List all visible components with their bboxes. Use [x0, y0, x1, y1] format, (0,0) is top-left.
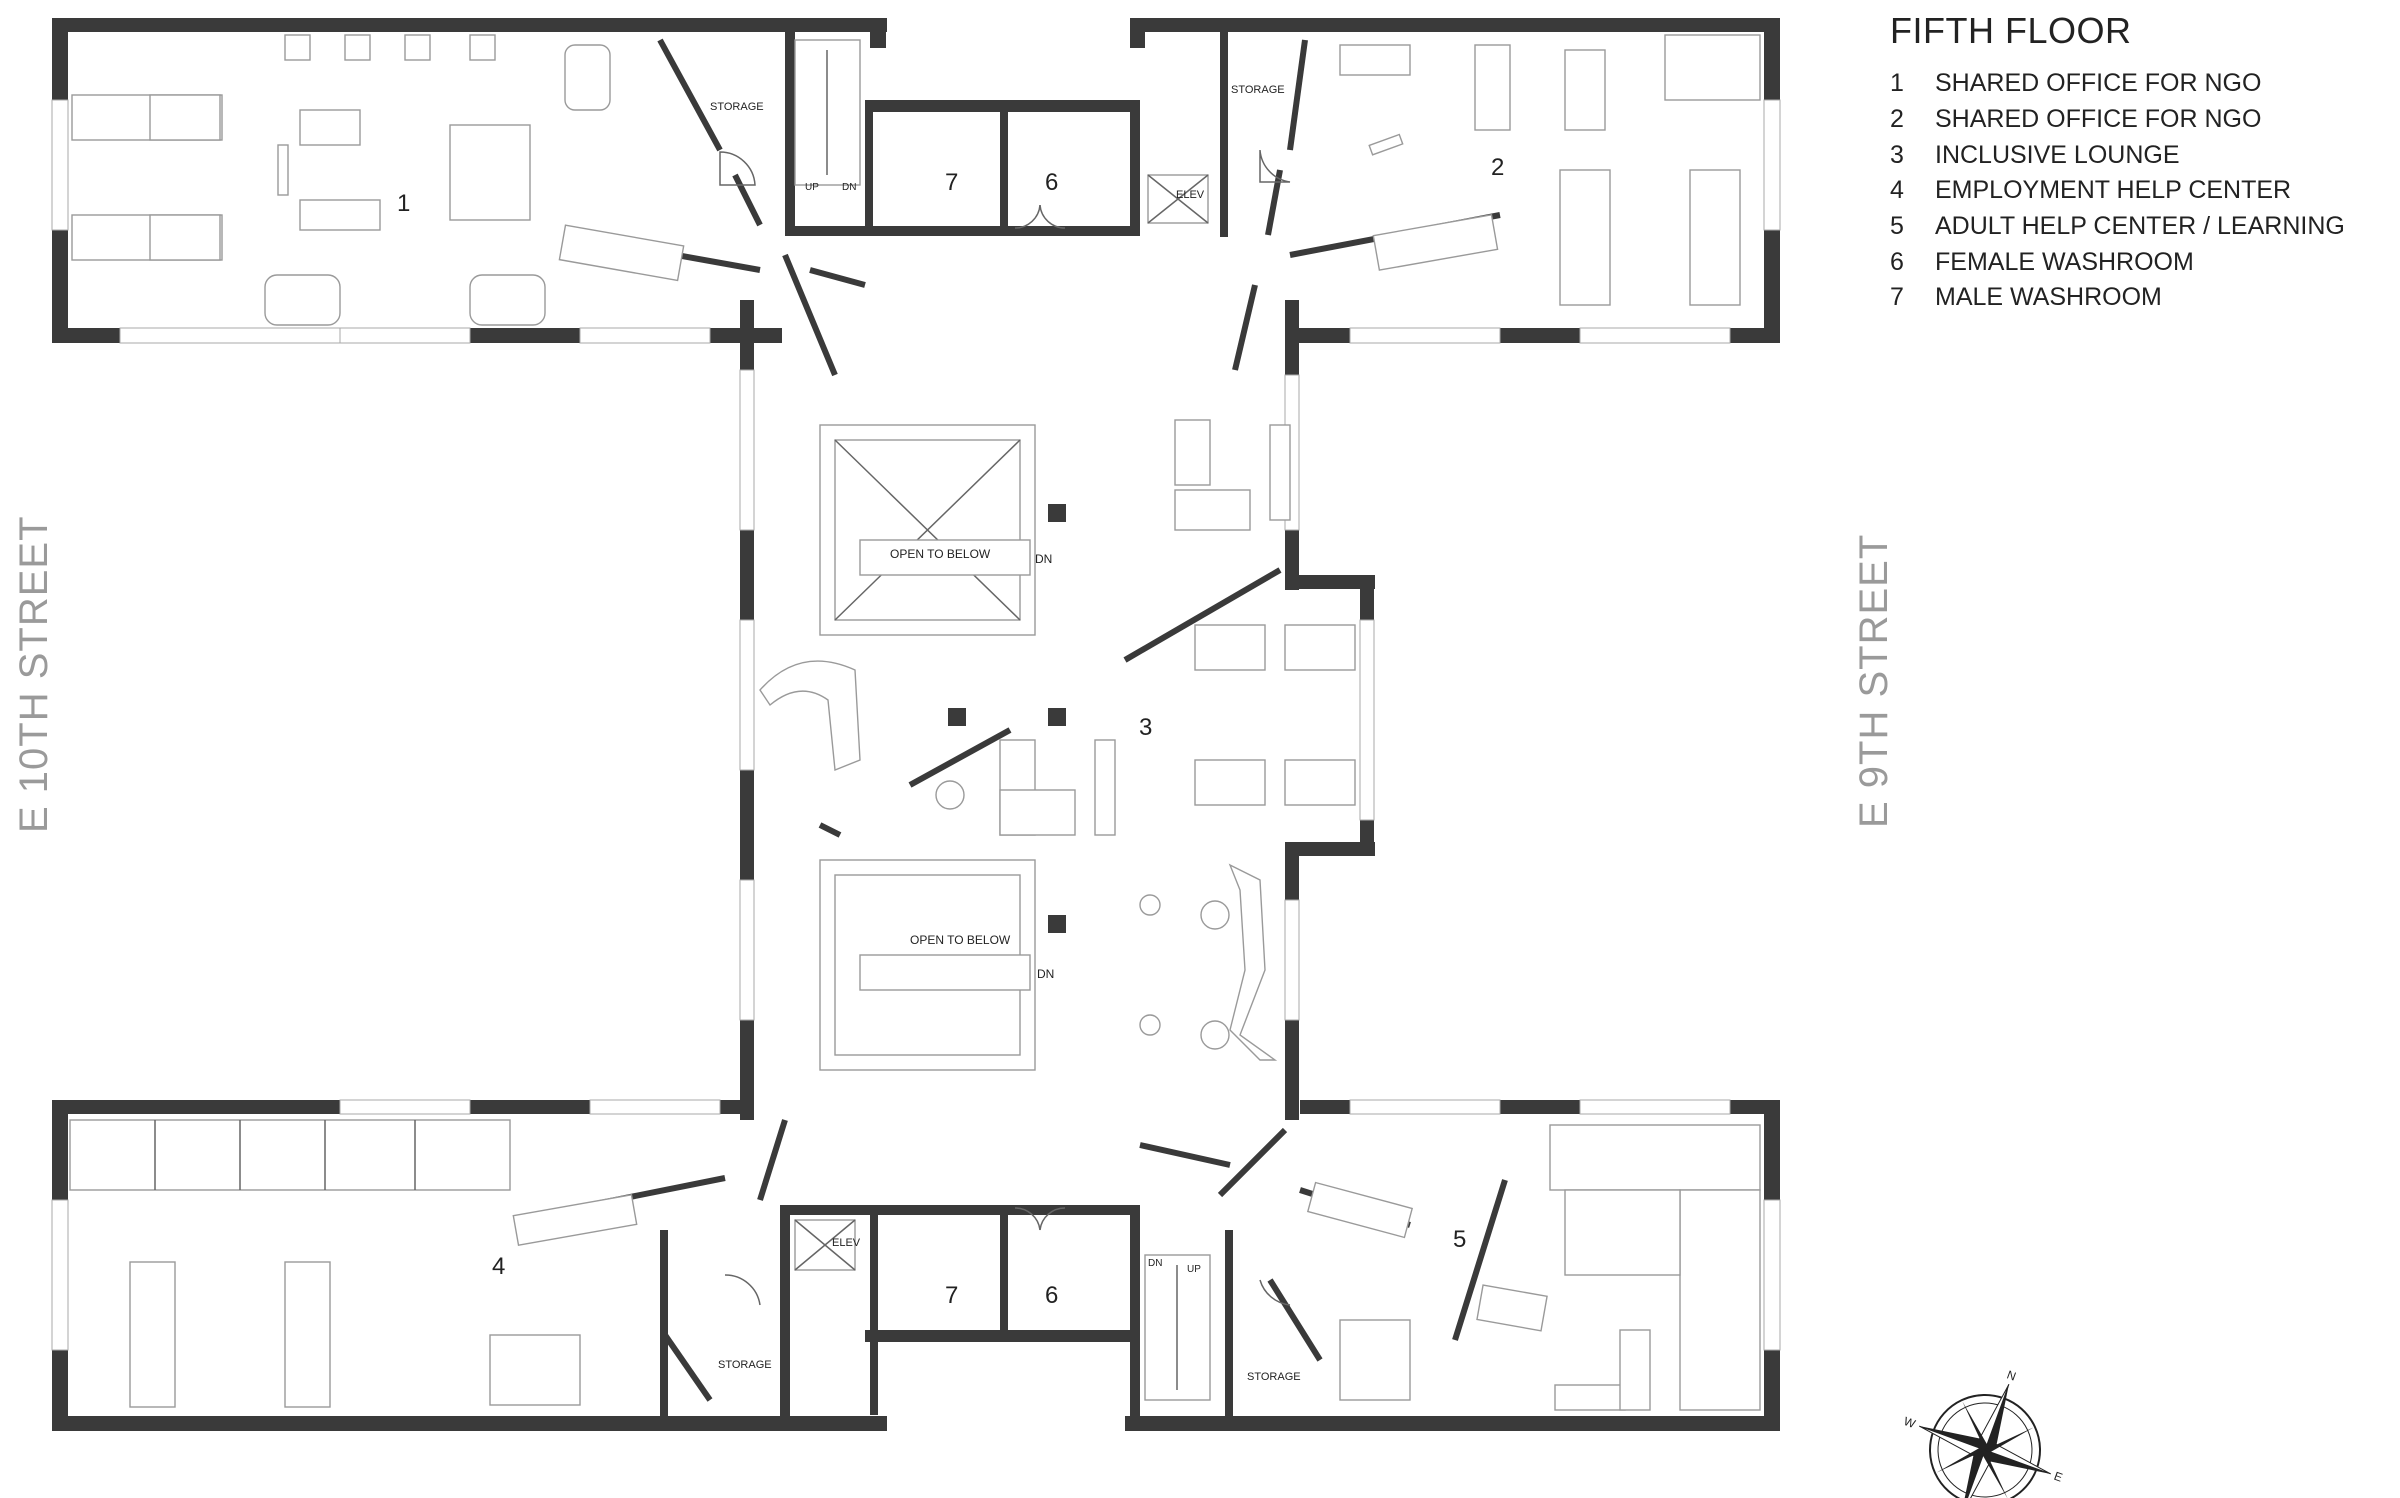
legend-item-label: FEMALE WASHROOM: [1935, 247, 2194, 276]
furniture-office-2: [1339, 34, 1761, 306]
room-number-6-bottom: 6: [1045, 1282, 1058, 1309]
storage-label-nw: STORAGE: [710, 101, 764, 113]
legend-item-number: 1: [1890, 69, 1904, 98]
legend-item: 2 SHARED OFFICE FOR NGO: [1890, 102, 2345, 138]
room-labels: 1 2 3 4 5 6 7 6 7 STORAGE STORAGE STORAG…: [397, 84, 1504, 1383]
room-number-3: 3: [1139, 714, 1152, 741]
legend-item: 7 MALE WASHROOM: [1890, 280, 2345, 316]
stair-dn-label-atrium-top: DN: [1035, 552, 1052, 566]
room-number-5: 5: [1453, 1226, 1466, 1253]
furniture-office-1: [71, 34, 685, 326]
room-number-7-bottom: 7: [945, 1282, 958, 1309]
room-number-7-top: 7: [945, 169, 958, 196]
legend-item-label: SHARED OFFICE FOR NGO: [1935, 105, 2262, 134]
stairs-elevators: [794, 39, 1211, 1401]
elev-label-bottom: ELEV: [832, 1237, 861, 1249]
stair-up-label-top: UP: [805, 182, 819, 193]
compass-n-label: N: [2005, 1367, 2018, 1383]
legend-item-number: 3: [1890, 140, 1904, 169]
room-number-1: 1: [397, 190, 410, 217]
stair-dn-label-top: DN: [842, 182, 856, 193]
compass-e-label: E: [2052, 1469, 2064, 1485]
windows: [51, 99, 1781, 1351]
furniture-lounge: [759, 419, 1356, 1071]
legend: FIFTH FLOOR 1 SHARED OFFICE FOR NGO 2 SH…: [1890, 10, 2345, 316]
room-number-6-top: 6: [1045, 169, 1058, 196]
open-to-below-label-bottom: OPEN TO BELOW: [910, 933, 1011, 947]
legend-item-label: ADULT HELP CENTER / LEARNING: [1935, 212, 2345, 241]
storage-label-ne: STORAGE: [1231, 84, 1285, 96]
legend-item-label: MALE WASHROOM: [1935, 283, 2162, 312]
legend-item-label: EMPLOYMENT HELP CENTER: [1935, 176, 2292, 205]
stair-dn-label-bottom: DN: [1148, 1258, 1162, 1269]
stair-dn-label-atrium-bottom: DN: [1037, 967, 1054, 981]
street-label-east: E 9TH STREET: [1852, 533, 1896, 828]
stair-up-label-bottom: UP: [1187, 1264, 1201, 1275]
furniture-help-centers: [69, 1119, 1761, 1411]
storage-label-se: STORAGE: [1247, 1371, 1301, 1383]
legend-item-number: 7: [1890, 283, 1904, 312]
legend-item-number: 4: [1890, 176, 1904, 205]
room-number-4: 4: [492, 1253, 505, 1280]
doors: [719, 149, 1291, 1306]
legend-item: 3 INCLUSIVE LOUNGE: [1890, 137, 2345, 173]
legend-item-label: INCLUSIVE LOUNGE: [1935, 140, 2180, 169]
street-label-west: E 10TH STREET: [12, 515, 56, 833]
compass-rose: N E W: [1902, 1367, 2064, 1498]
legend-item: 1 SHARED OFFICE FOR NGO: [1890, 66, 2345, 102]
legend-item-number: 2: [1890, 105, 1904, 134]
elev-label-top: ELEV: [1176, 189, 1205, 201]
legend-item-label: SHARED OFFICE FOR NGO: [1935, 69, 2262, 98]
legend-item: 4 EMPLOYMENT HELP CENTER: [1890, 173, 2345, 209]
room-number-2: 2: [1491, 154, 1504, 181]
storage-label-sw: STORAGE: [718, 1359, 772, 1371]
legend-item-number: 5: [1890, 212, 1904, 241]
compass-w-label: W: [1902, 1414, 1918, 1431]
legend-item: 6 FEMALE WASHROOM: [1890, 244, 2345, 280]
open-to-below-label-top: OPEN TO BELOW: [890, 547, 991, 561]
legend-title: FIFTH FLOOR: [1890, 10, 2132, 51]
legend-item: 5 ADULT HELP CENTER / LEARNING: [1890, 209, 2345, 245]
legend-item-number: 6: [1890, 247, 1904, 276]
